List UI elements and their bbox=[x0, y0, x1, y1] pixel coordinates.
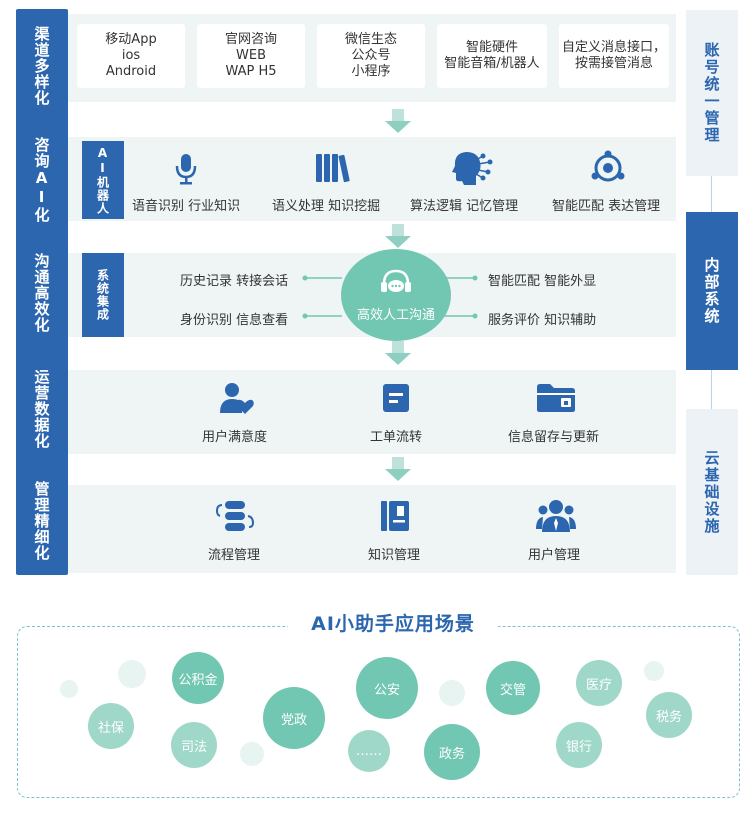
channel-box-wechat: 微信生态 公众号 小程序 bbox=[317, 24, 425, 88]
system-right-bottom: 服务评价 知识辅助 bbox=[488, 313, 597, 328]
management-label: 用户管理 bbox=[528, 548, 581, 563]
channel-text: 智能硬件 bbox=[465, 40, 518, 55]
channel-box-hardware: 智能硬件 智能音箱/机器人 bbox=[437, 24, 547, 88]
channel-text: ios bbox=[121, 48, 141, 63]
microphone-icon bbox=[175, 154, 197, 185]
folder-icon bbox=[537, 384, 575, 412]
decor-circle bbox=[439, 680, 465, 706]
channel-text: Android bbox=[105, 64, 157, 79]
system-left-bottom: 身份识别 信息查看 bbox=[180, 313, 289, 328]
right-connector bbox=[711, 370, 712, 410]
process-icon bbox=[216, 501, 254, 531]
scene-bubble-gongjijin: 公积金 bbox=[172, 652, 224, 704]
channel-box-custom: 自定义消息接口， 按需接管消息 bbox=[559, 24, 669, 88]
channel-text: 自定义消息接口， bbox=[561, 40, 666, 55]
channel-text: 小程序 bbox=[351, 64, 391, 79]
channel-text: 按需接管消息 bbox=[574, 56, 653, 71]
left-section-communication: 沟通高效化 bbox=[32, 253, 51, 333]
system-right-top: 智能匹配 智能外显 bbox=[488, 274, 597, 289]
left-section-management: 管理精细化 bbox=[32, 481, 51, 561]
left-section-operation: 运营数据化 bbox=[32, 369, 51, 449]
headset-chat-icon bbox=[381, 269, 411, 292]
system-integration-tag: 系统集成 bbox=[82, 253, 124, 337]
scene-bubble-dangzheng: 党政 bbox=[263, 687, 325, 749]
users-icon bbox=[536, 500, 576, 532]
channel-text: 官网咨询 bbox=[224, 32, 277, 47]
user-heart-icon bbox=[220, 383, 254, 414]
ai-item-label: 智能匹配 表达管理 bbox=[552, 199, 661, 214]
scene-bubble-jiaoguan: 交管 bbox=[486, 661, 540, 715]
scene-bubble-more: …… bbox=[348, 730, 390, 772]
scene-bubble-gongan: 公安 bbox=[356, 657, 418, 719]
ai-item-label: 算法逻辑 记忆管理 bbox=[410, 199, 519, 214]
right-connector bbox=[711, 170, 712, 220]
operation-band bbox=[68, 370, 676, 454]
channel-text: 微信生态 bbox=[344, 32, 397, 47]
left-section-bar bbox=[16, 9, 68, 575]
target-network-icon bbox=[591, 150, 625, 182]
ticket-icon bbox=[383, 384, 409, 412]
ai-band bbox=[68, 137, 676, 221]
center-label: 高效人工沟通 bbox=[356, 307, 435, 323]
channel-text: WAP H5 bbox=[225, 64, 277, 79]
ai-item-label: 语音识别 行业知识 bbox=[132, 199, 241, 214]
ai-robot-tag: AI机器人 bbox=[82, 141, 124, 219]
scene-bubble-shuiwu: 税务 bbox=[646, 692, 692, 738]
scene-bubble-yinhang: 银行 bbox=[556, 722, 602, 768]
decor-circle bbox=[240, 742, 264, 766]
books-icon bbox=[316, 154, 350, 183]
management-label: 知识管理 bbox=[368, 548, 421, 563]
system-left-top: 历史记录 转接会话 bbox=[180, 274, 289, 289]
channel-text: 智能音箱/机器人 bbox=[444, 56, 540, 71]
scene-bubble-zhengwu: 政务 bbox=[424, 724, 480, 780]
operation-label: 工单流转 bbox=[370, 430, 423, 445]
right-section-cloud: 云基础设施 bbox=[686, 409, 738, 575]
channel-text: 公众号 bbox=[351, 48, 391, 63]
scenes-title: AI小助手应用场景 bbox=[288, 609, 498, 639]
decor-circle bbox=[118, 660, 146, 688]
right-section-internal: 内部系统 bbox=[686, 212, 738, 370]
management-label: 流程管理 bbox=[208, 548, 261, 563]
left-section-ai: 咨询AI化 bbox=[32, 137, 51, 223]
center-communication-circle: 高效人工沟通 bbox=[341, 249, 451, 341]
operation-label: 用户满意度 bbox=[202, 430, 268, 445]
brain-head-icon bbox=[452, 152, 493, 185]
right-section-account: 账号统一管理 bbox=[686, 10, 738, 176]
scene-bubble-shebao: 社保 bbox=[88, 703, 134, 749]
channel-text: 移动App bbox=[105, 32, 157, 47]
left-section-channels: 渠道多样化 bbox=[32, 26, 51, 106]
channel-box-app: 移动App ios Android bbox=[77, 24, 185, 88]
ai-item-label: 语义处理 知识挖掘 bbox=[272, 199, 381, 214]
channel-box-web: 官网咨询 WEB WAP H5 bbox=[197, 24, 305, 88]
channel-text: WEB bbox=[236, 48, 266, 63]
scene-bubble-sifa: 司法 bbox=[171, 722, 217, 768]
decor-circle bbox=[60, 680, 78, 698]
scene-bubble-yiliao: 医疗 bbox=[576, 660, 622, 706]
operation-label: 信息留存与更新 bbox=[508, 430, 600, 445]
decor-circle bbox=[644, 661, 664, 681]
knowledge-book-icon bbox=[381, 501, 409, 531]
